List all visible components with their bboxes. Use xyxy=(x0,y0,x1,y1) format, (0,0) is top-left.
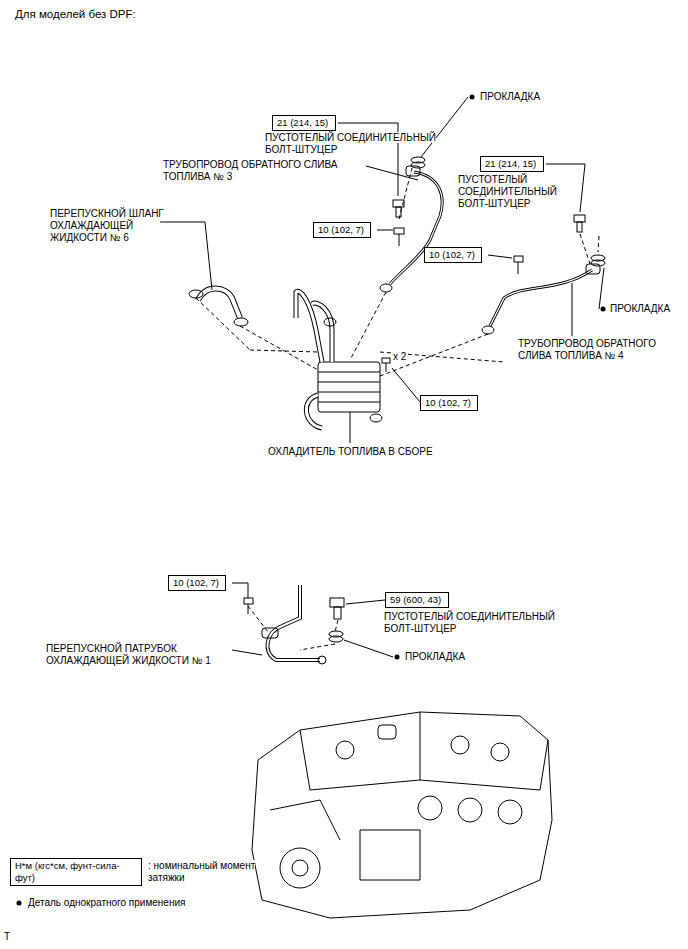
torque-value-box: 21 (214, 15) xyxy=(272,115,336,131)
part-label: x 2 xyxy=(393,351,406,362)
page-title: Для моделей без DPF: xyxy=(15,7,136,21)
torque-value-box: 21 (214, 15) xyxy=(480,156,544,172)
part-label: ТРУБОПРОВОД ОБРАТНОГО СЛИВА ТОПЛИВА № 3 xyxy=(163,159,337,182)
part-label: : номинальный момент затяжки xyxy=(148,860,255,883)
torque-value: 10 (102, 7) xyxy=(429,249,477,261)
bullet-swatch xyxy=(16,900,22,906)
part-label: ОХЛАДИТЕЛЬ ТОПЛИВА В СБОРЕ xyxy=(268,446,433,457)
legend-torque-box: Н*м (кгс*см, фунт-сила-фут) xyxy=(10,858,142,886)
part-label: ПРОКЛАДКА xyxy=(405,651,465,662)
torque-value: 21 (214, 15) xyxy=(277,117,331,129)
torque-value: 59 (600, 43) xyxy=(390,594,444,606)
legend-text: Деталь однократного применения xyxy=(28,897,185,908)
part-label: T xyxy=(4,931,10,942)
part-label: ПУСТОТЕЛЫЙ СОЕДИНИТЕЛЬНЫЙ БОЛТ-ШТУЦЕР xyxy=(458,174,557,209)
part-label: ПУСТОТЕЛЫЙ СОЕДИНИТЕЛЬНЫЙ БОЛТ-ШТУЦЕР xyxy=(265,132,436,155)
part-label: ПРОКЛАДКА xyxy=(480,91,540,102)
torque-value-box: 10 (102, 7) xyxy=(424,247,482,263)
torque-value: Н*м (кгс*см, фунт-сила-фут) xyxy=(15,860,137,884)
torque-value: 10 (102, 7) xyxy=(425,397,473,409)
torque-value-box: 10 (102, 7) xyxy=(168,575,226,591)
part-label: ПУСТОТЕЛЫЙ СОЕДИНИТЕЛЬНЫЙ БОЛТ-ШТУЦЕР xyxy=(384,611,555,634)
torque-value: 10 (102, 7) xyxy=(318,224,366,236)
part-label: ПРОКЛАДКА xyxy=(610,303,670,314)
part-label: ТРУБОПРОВОД ОБРАТНОГО СЛИВА ТОПЛИВА № 4 xyxy=(518,338,656,361)
torque-value: 21 (214, 15) xyxy=(485,158,539,170)
legend-entry: Деталь однократного применения xyxy=(16,897,185,909)
torque-value: 10 (102, 7) xyxy=(173,577,221,589)
part-label: ПЕРЕПУСКНОЙ ШЛАНГ ОХЛАЖДАЮЩЕЙ ЖИДКОСТИ №… xyxy=(50,208,164,243)
torque-value-box: 59 (600, 43) xyxy=(385,592,449,608)
torque-value-box: 10 (102, 7) xyxy=(313,222,371,238)
part-label: ПЕРЕПУСКНОЙ ПАТРУБОК ОХЛАЖДАЮЩЕЙ ЖИДКОСТ… xyxy=(46,643,211,666)
torque-value-box: 10 (102, 7) xyxy=(420,395,478,411)
